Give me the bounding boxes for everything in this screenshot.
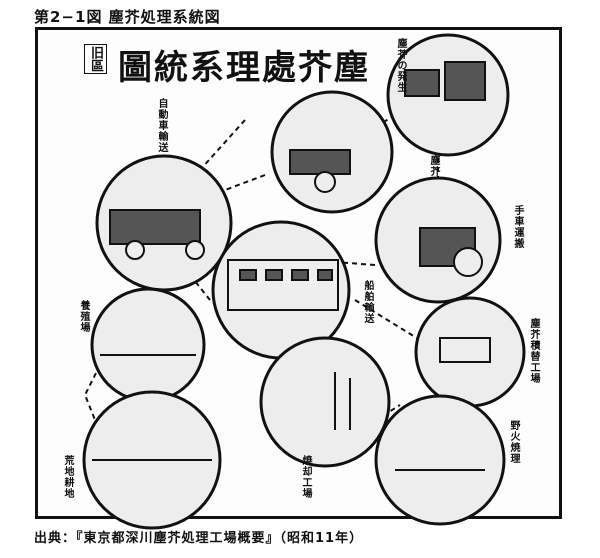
connector-field-open (359, 404, 401, 431)
sketch-building (227, 259, 339, 311)
figure-caption: 第2−1図 塵芥処理系統図 (34, 8, 221, 26)
label-garbage-generation: 塵芥の発生 (395, 38, 406, 93)
sketch-cart (289, 149, 351, 175)
label-transfer-factory: 塵芥積替工場 (528, 318, 539, 384)
label-open-burn: 野火焼理 (508, 420, 519, 464)
label-ship-transport: 船舶輸送 (362, 280, 373, 324)
vignette-incinerator (259, 336, 391, 468)
label-collection: 塵芥 (428, 155, 439, 177)
source-citation: 出典：『東京都深川塵芥処理工場概要』（昭和11年） (34, 531, 364, 546)
label-field: 荒地耕地 (62, 455, 73, 499)
vignette-open-burn (374, 394, 506, 526)
connector-handcart-ship (334, 261, 376, 266)
connector-ship-transfer (354, 299, 421, 341)
label-incinerator: 焼却工場 (300, 455, 311, 499)
connector-landfill-field (83, 364, 101, 421)
title-prefix: 旧區 (84, 44, 107, 74)
sketch-truck (109, 209, 201, 245)
label-auto-transport: 自動車輸送 (156, 98, 167, 153)
diagram-title: 圖統系理處芥塵 (118, 48, 370, 88)
connector-auto-ship (189, 274, 226, 311)
sketch-houses (404, 69, 440, 97)
label-landfill: 養殖場 (78, 300, 89, 333)
label-handcart: 手車運搬 (512, 205, 523, 249)
connector-collect-auto (224, 174, 266, 191)
vignette-landfill (90, 287, 206, 403)
